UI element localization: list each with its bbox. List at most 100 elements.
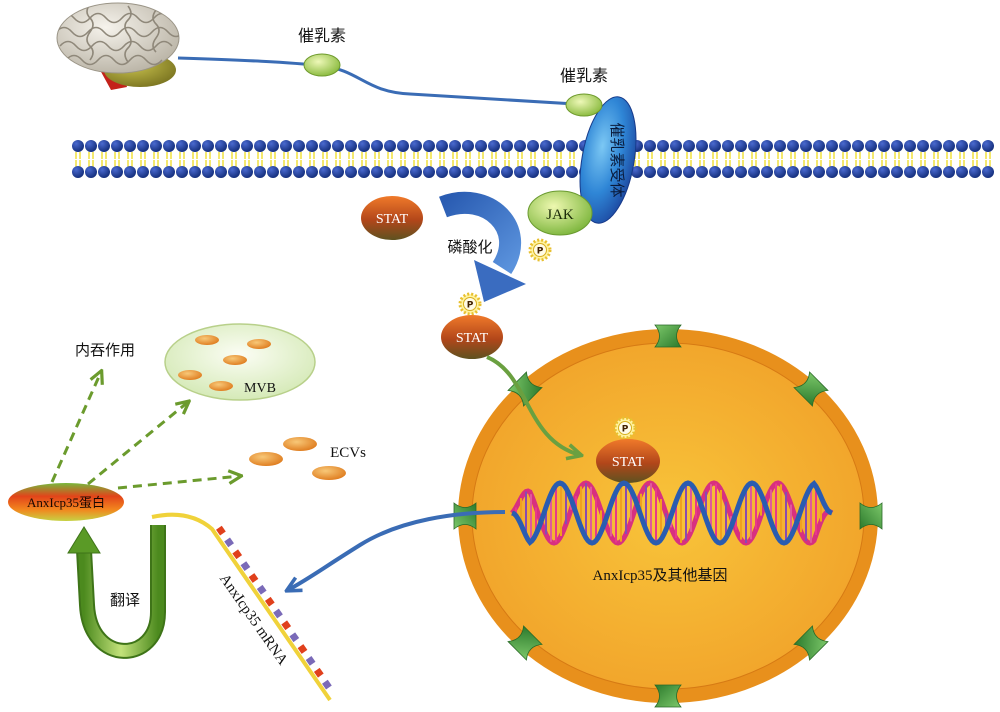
lipid-head bbox=[293, 140, 305, 152]
lipid-head bbox=[72, 166, 84, 178]
lipid-head bbox=[475, 166, 487, 178]
lipid-head bbox=[410, 140, 422, 152]
lipid-head bbox=[800, 140, 812, 152]
translation-label: 翻译 bbox=[110, 592, 140, 609]
lipid-head bbox=[410, 166, 422, 178]
jak-kinase-icon: JAK bbox=[527, 190, 593, 236]
lipid-head bbox=[397, 166, 409, 178]
lipid-head bbox=[488, 166, 500, 178]
lipid-head bbox=[150, 140, 162, 152]
intraluminal-vesicle bbox=[178, 370, 202, 380]
lipid-head bbox=[839, 140, 851, 152]
lipid-head bbox=[345, 166, 357, 178]
lipid-head bbox=[930, 166, 942, 178]
nuclear-pore-icon bbox=[654, 684, 682, 708]
lipid-head bbox=[787, 140, 799, 152]
phosphate-icon: P bbox=[613, 416, 637, 440]
lipid-head bbox=[696, 140, 708, 152]
mrna-base bbox=[313, 667, 324, 678]
lipid-head bbox=[683, 166, 695, 178]
prolactin-hormone-icon bbox=[303, 53, 341, 77]
lipid-head bbox=[917, 166, 929, 178]
mrna-base bbox=[264, 596, 275, 607]
intraluminal-vesicle bbox=[209, 381, 233, 391]
mrna-base bbox=[289, 632, 300, 643]
phosphorylation-label: 磷酸化 bbox=[447, 239, 492, 256]
lipid-head bbox=[358, 140, 370, 152]
brain-gyri bbox=[57, 3, 179, 66]
lipid-head bbox=[306, 140, 318, 152]
lipid-head bbox=[384, 166, 396, 178]
lipid-head bbox=[852, 166, 864, 178]
lipid-head bbox=[436, 140, 448, 152]
lipid-head bbox=[553, 140, 565, 152]
lipid-head bbox=[254, 166, 266, 178]
lipid-head bbox=[774, 140, 786, 152]
lipid-head bbox=[228, 140, 240, 152]
lipid-head bbox=[98, 140, 110, 152]
lipid-head bbox=[631, 166, 643, 178]
lipid-head bbox=[852, 140, 864, 152]
lipid-head bbox=[215, 140, 227, 152]
nuclear-pores bbox=[453, 324, 883, 708]
mrna-base bbox=[232, 549, 243, 560]
lipid-head bbox=[215, 166, 227, 178]
lipid-head bbox=[540, 166, 552, 178]
translation-arrow-icon bbox=[67, 525, 166, 659]
anxicp35-protein-icon: AnxIcp35蛋白 bbox=[8, 483, 124, 521]
mrna-backbone bbox=[151, 512, 332, 702]
lipid-head bbox=[735, 166, 747, 178]
lipid-head bbox=[878, 140, 890, 152]
lipid-head bbox=[241, 166, 253, 178]
phosphate-icon: P bbox=[528, 238, 552, 262]
lipid-head bbox=[800, 166, 812, 178]
lipid-head bbox=[202, 166, 214, 178]
lipid-head bbox=[267, 140, 279, 152]
lipid-head bbox=[501, 166, 513, 178]
stat-protein-icon: STAT bbox=[361, 196, 423, 240]
stat-phosphorylated-label: STAT bbox=[456, 331, 489, 346]
phosphate-label: P bbox=[467, 301, 474, 311]
lipid-head bbox=[397, 140, 409, 152]
mrna-base bbox=[305, 656, 316, 666]
lipid-head bbox=[930, 140, 942, 152]
mrna-base bbox=[256, 584, 267, 595]
nuclear-pore-icon bbox=[654, 324, 682, 348]
lipid-head bbox=[969, 166, 981, 178]
hormone-transport-line bbox=[177, 56, 576, 106]
stat-protein-icon: STAT bbox=[596, 439, 660, 483]
lipid-head bbox=[332, 166, 344, 178]
lipid-head bbox=[475, 140, 487, 152]
mrna-base bbox=[281, 620, 292, 631]
lipid-head bbox=[85, 140, 97, 152]
lipid-head bbox=[293, 166, 305, 178]
lipid-head bbox=[566, 140, 578, 152]
ecvs-label: ECVs bbox=[330, 445, 366, 461]
mvb-arrow bbox=[87, 402, 188, 486]
lipid-head bbox=[657, 166, 669, 178]
mrna-base bbox=[297, 644, 308, 654]
lipid-head bbox=[644, 140, 656, 152]
lipid-head bbox=[540, 140, 552, 152]
nuclear-pore-icon bbox=[793, 371, 829, 407]
ecv-arrow bbox=[117, 476, 240, 490]
transcription-arrow bbox=[288, 510, 506, 590]
lipid-head bbox=[709, 140, 721, 152]
cell-membrane-icon bbox=[72, 140, 994, 178]
lipid-head bbox=[982, 140, 994, 152]
endocytosis-arrow bbox=[50, 372, 101, 483]
lipid-head bbox=[891, 140, 903, 152]
lipid-head bbox=[839, 166, 851, 178]
lipid-head bbox=[566, 166, 578, 178]
lipid-head bbox=[371, 166, 383, 178]
phosphate-icon: P bbox=[458, 292, 482, 316]
lipid-head bbox=[748, 166, 760, 178]
lipid-head bbox=[111, 166, 123, 178]
lipid-head bbox=[943, 140, 955, 152]
lipid-head bbox=[189, 166, 201, 178]
lipid-head bbox=[488, 140, 500, 152]
lipid-head bbox=[865, 140, 877, 152]
lipid-head bbox=[176, 140, 188, 152]
lipid-head bbox=[254, 140, 266, 152]
